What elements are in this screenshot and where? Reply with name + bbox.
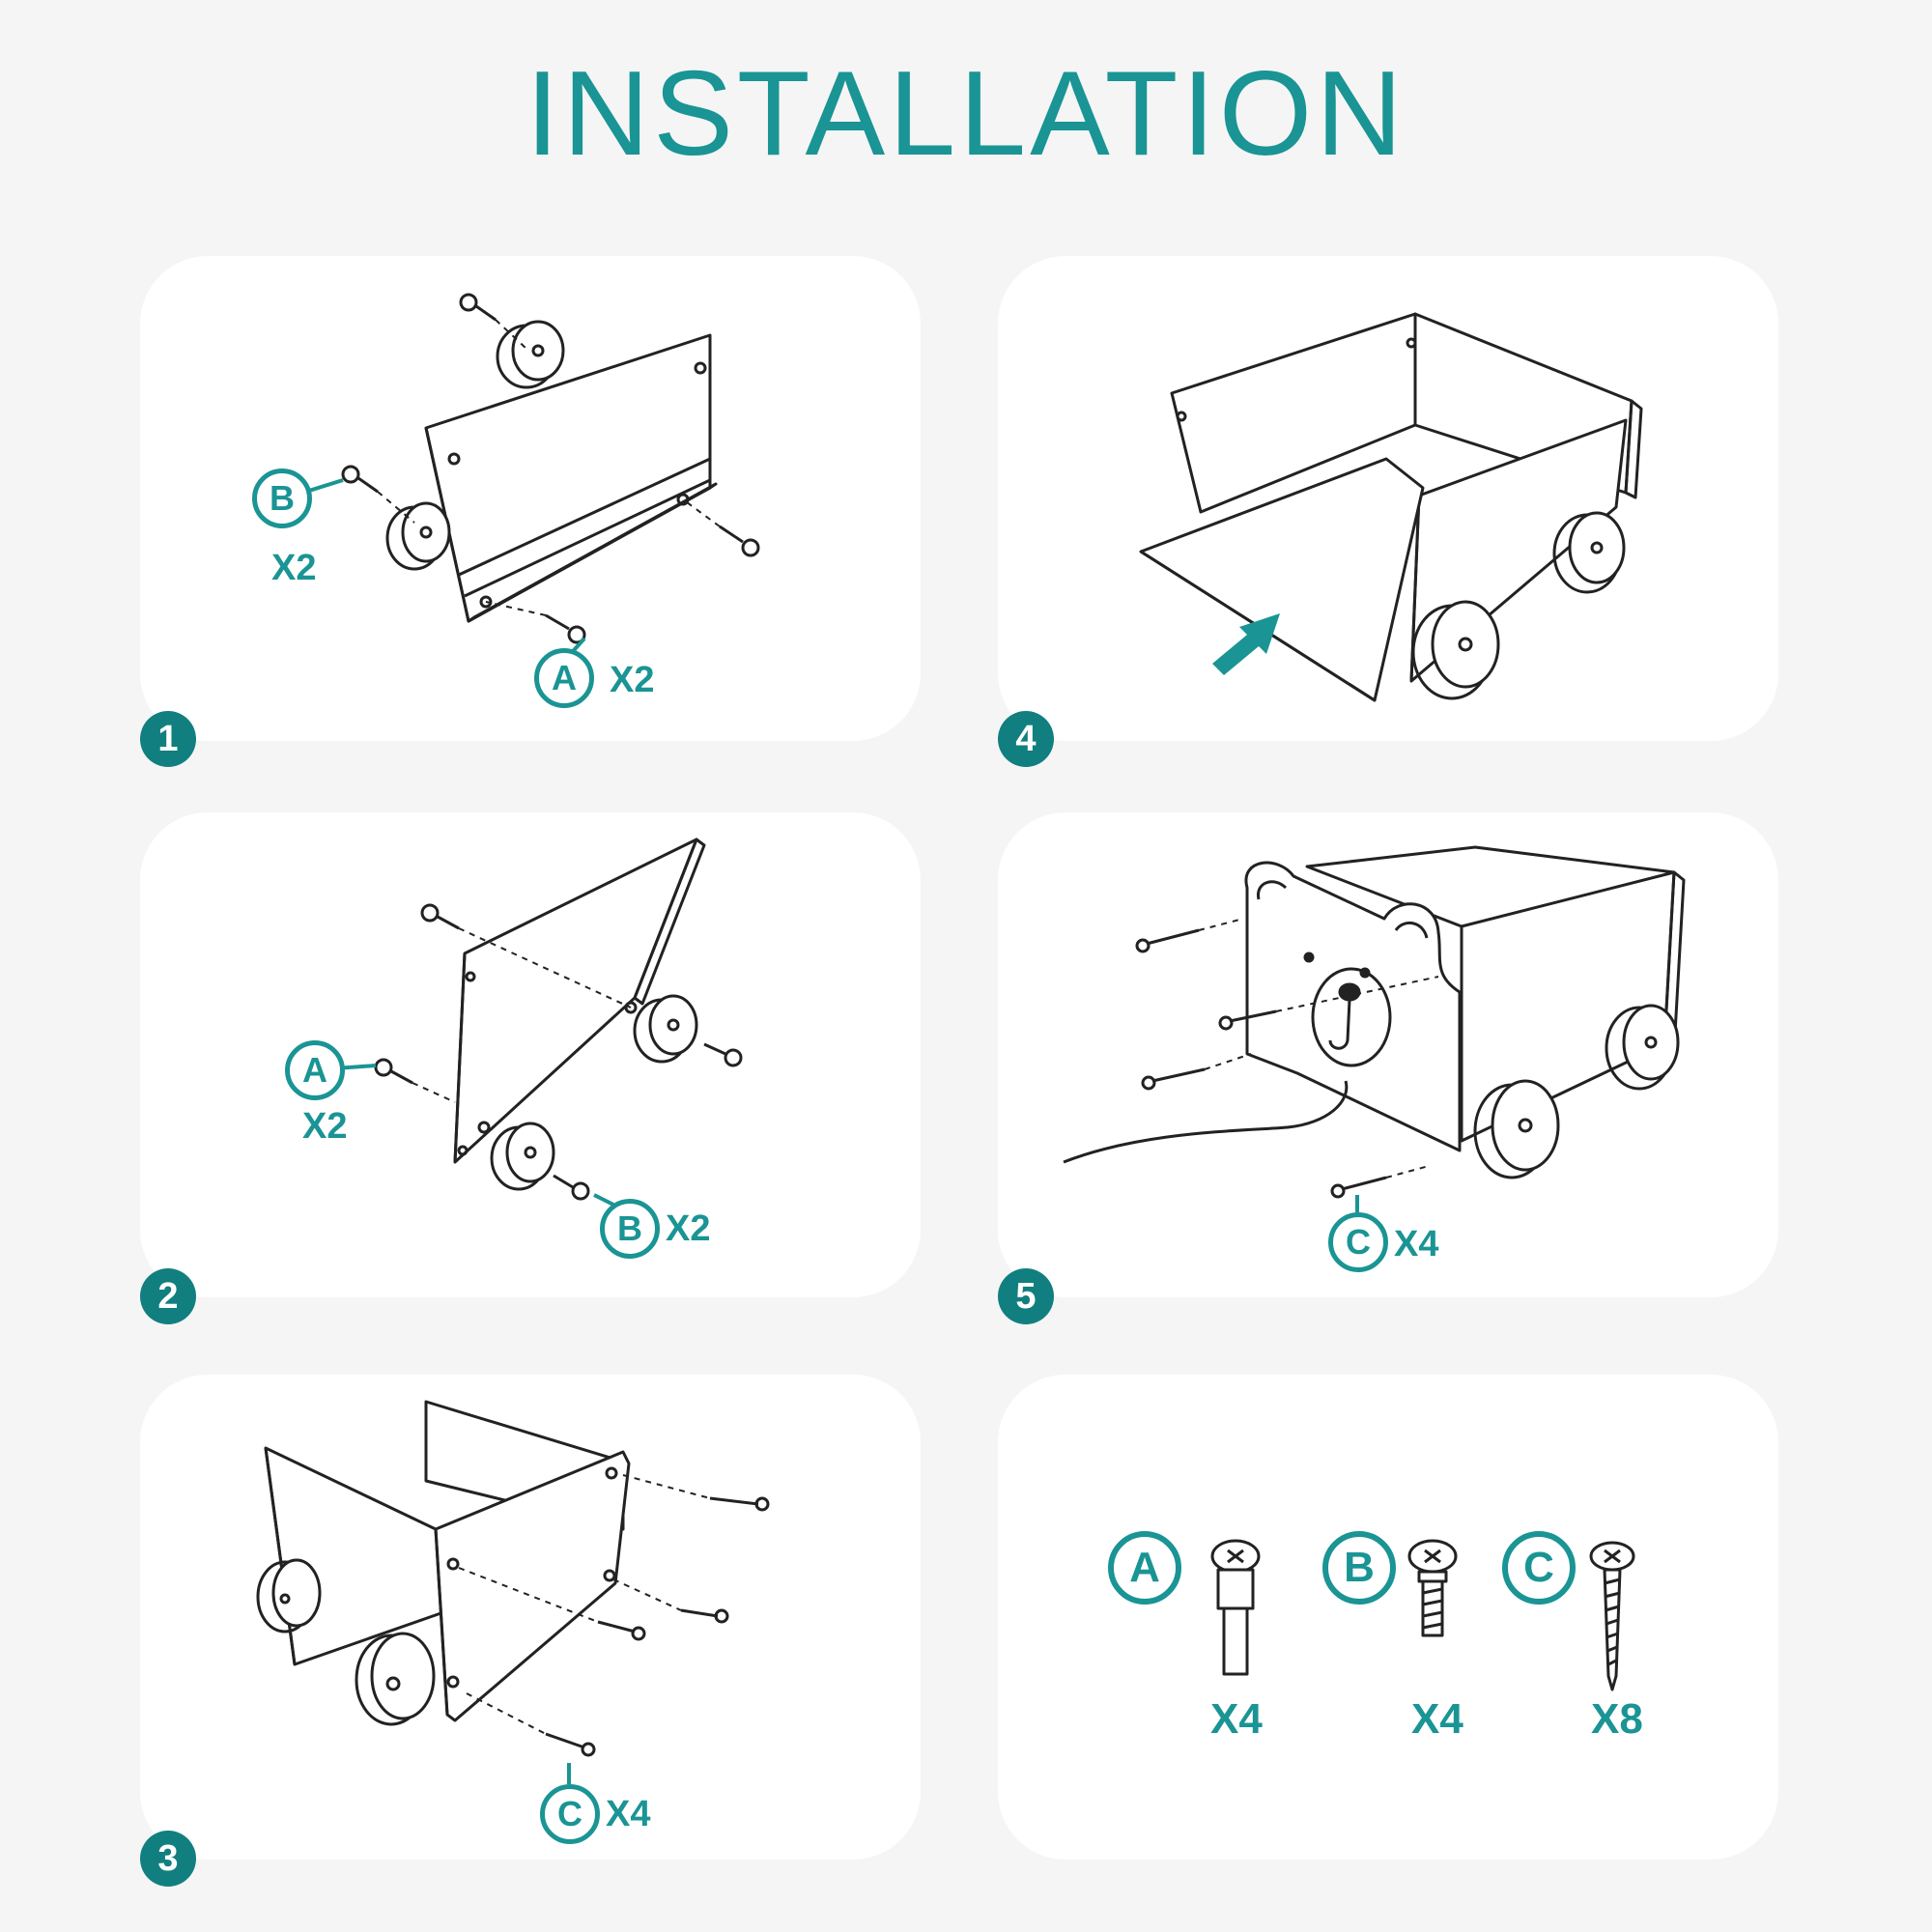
step-1-panel: B X2 A X2 (140, 256, 921, 741)
part-b-callout: B (1322, 1531, 1396, 1605)
part-a-qty: X4 (1210, 1695, 1263, 1743)
step-4-badge: 4 (998, 711, 1054, 767)
step-2-panel: A X2 B X2 (140, 812, 921, 1297)
page-title: INSTALLATION (526, 47, 1406, 181)
step-5-callout-c: C (1328, 1212, 1388, 1272)
step-3-illustration (256, 1400, 770, 1784)
step-4-panel (998, 256, 1778, 741)
step-2-illustration (294, 838, 743, 1207)
step-3-qty-c: X4 (606, 1794, 651, 1834)
step-1-badge: 1 (140, 711, 196, 767)
step-4-illustration (1139, 312, 1643, 702)
part-b-qty: X4 (1411, 1695, 1463, 1743)
step-5-illustration (1063, 845, 1686, 1212)
parts-panel: A X4 B X4 C X8 (998, 1375, 1778, 1860)
step-3-callout-c: C (540, 1784, 600, 1844)
step-1-qty-b: X2 (271, 548, 317, 588)
step-5-badge: 5 (998, 1268, 1054, 1324)
part-c-callout: C (1502, 1531, 1576, 1605)
step-3-badge: 3 (140, 1831, 196, 1887)
step-1-callout-b: B (252, 469, 312, 528)
step-2-badge: 2 (140, 1268, 196, 1324)
part-a-callout: A (1108, 1531, 1181, 1605)
step-2-qty-b: X2 (666, 1208, 711, 1249)
step-1-callout-a: A (534, 648, 594, 708)
parts-illustration (1210, 1539, 1635, 1691)
step-1-illustration (280, 293, 760, 662)
step-1-qty-a: X2 (610, 660, 655, 700)
step-5-panel: C X4 (998, 812, 1778, 1297)
step-5-qty-c: X4 (1394, 1224, 1439, 1264)
step-2-callout-b: B (600, 1199, 660, 1259)
step-2-qty-a: X2 (302, 1106, 348, 1147)
step-2-callout-a: A (285, 1040, 345, 1100)
step-3-panel: C X4 (140, 1375, 921, 1860)
part-c-qty: X8 (1591, 1695, 1643, 1743)
